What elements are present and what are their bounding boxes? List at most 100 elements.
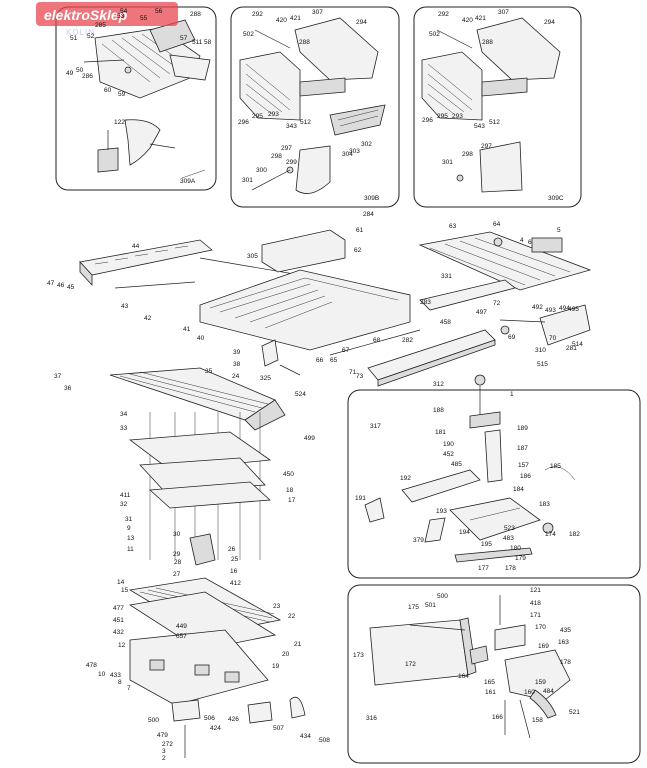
part-label: 501 <box>425 602 436 609</box>
panel-id-fence: 316 <box>366 715 377 722</box>
part-label: 182 <box>569 531 580 538</box>
part-label: 424 <box>210 725 221 732</box>
part-label: 307 <box>312 9 323 16</box>
part-label: 160 <box>524 689 535 696</box>
part-label: 331 <box>441 273 452 280</box>
part-label: 177 <box>478 565 489 572</box>
part-label: 64 <box>493 221 501 228</box>
part-label: 65 <box>330 357 338 364</box>
part-label: 35 <box>205 368 213 375</box>
panel-309C <box>413 6 582 208</box>
part-label: 164 <box>458 673 469 680</box>
part-label: 435 <box>560 627 571 634</box>
part-label: 521 <box>569 709 580 716</box>
part-label: 71 <box>349 369 357 376</box>
part-label: 293 <box>268 111 279 118</box>
part-label: 33 <box>120 425 128 432</box>
part-label: 477 <box>113 605 124 612</box>
part-label: 43 <box>121 303 129 310</box>
part-label: 61 <box>356 227 364 234</box>
part-label: 174 <box>545 531 556 538</box>
part-label: 479 <box>157 732 168 739</box>
part-label: 500 <box>437 593 448 600</box>
part-label: 288 <box>190 11 201 18</box>
part-label: 450 <box>283 471 294 478</box>
part-label: 28 <box>174 559 182 566</box>
part-label: 286 <box>82 73 93 80</box>
part-label: 305 <box>247 253 258 260</box>
part-label: 122 <box>114 119 125 126</box>
part-label: 282 <box>402 337 413 344</box>
part-label: 303 <box>349 148 360 155</box>
part-label: 54 <box>120 8 128 15</box>
part-label: 57 <box>180 35 188 42</box>
part-label: 3 <box>162 748 166 755</box>
part-label: 49 <box>66 70 74 77</box>
part-label: 51 <box>70 35 78 42</box>
part-label: 312 <box>433 381 444 388</box>
part-label: 69 <box>508 334 516 341</box>
panel-316 <box>347 584 641 764</box>
part-label: 193 <box>436 508 447 515</box>
part-label: 508 <box>319 737 330 744</box>
part-label: 284 <box>363 211 374 218</box>
part-label: 421 <box>475 15 486 22</box>
part-label: 18 <box>286 487 294 494</box>
part-label: 484 <box>543 688 554 695</box>
part-label: 343 <box>286 123 297 130</box>
part-label: 41 <box>183 326 191 333</box>
part-label: 302 <box>361 141 372 148</box>
part-label: 38 <box>233 361 241 368</box>
watermark-brand: elektroSklep <box>44 7 128 23</box>
part-label: 411 <box>120 492 131 499</box>
part-label: 62 <box>354 247 362 254</box>
part-label: 307 <box>498 9 509 16</box>
part-label: 412 <box>230 580 241 587</box>
part-label: 12 <box>118 642 126 649</box>
part-label: 506 <box>204 715 215 722</box>
part-label: 13 <box>127 535 135 542</box>
part-label: 295 <box>252 113 263 120</box>
part-label: 169 <box>538 643 549 650</box>
part-label: 45 <box>67 284 75 291</box>
part-label: 292 <box>438 11 449 18</box>
part-label: 170 <box>535 624 546 631</box>
part-label: 23 <box>273 603 281 610</box>
part-label: 300 <box>256 167 267 174</box>
part-label: 6 <box>528 239 532 246</box>
part-label: 183 <box>539 501 550 508</box>
part-label: 420 <box>276 17 287 24</box>
part-label: 325 <box>260 375 271 382</box>
part-label: 24 <box>232 373 240 380</box>
part-label: 499 <box>304 435 315 442</box>
part-label: 29 <box>173 551 181 558</box>
base-assembly <box>109 367 306 758</box>
part-label: 426 <box>228 716 239 723</box>
part-label: 25 <box>231 556 239 563</box>
part-label: 192 <box>400 475 411 482</box>
part-label: 543 <box>474 123 485 130</box>
part-label: 298 <box>462 151 473 158</box>
part-label: 178 <box>560 659 571 666</box>
part-label: 46 <box>57 282 65 289</box>
part-label: 657 <box>176 633 187 640</box>
part-label: 7 <box>127 685 131 692</box>
part-label: 451 <box>113 617 124 624</box>
part-label: 298 <box>271 153 282 160</box>
part-label: 502 <box>429 31 440 38</box>
part-label: 187 <box>517 445 528 452</box>
panel-309A <box>55 6 217 191</box>
part-label: 295 <box>437 113 448 120</box>
part-label: 17 <box>288 497 296 504</box>
part-label: 190 <box>443 441 454 448</box>
watermark-sub: KOLIN <box>66 28 95 37</box>
part-label: 299 <box>286 159 297 166</box>
part-label: 434 <box>300 733 311 740</box>
part-label: 11 <box>127 546 134 553</box>
part-label: 301 <box>242 177 253 184</box>
part-label: 1 <box>510 391 514 398</box>
part-label: 161 <box>485 689 496 696</box>
part-label: 8 <box>118 679 122 686</box>
panel-id-p2: 309B <box>364 195 379 202</box>
